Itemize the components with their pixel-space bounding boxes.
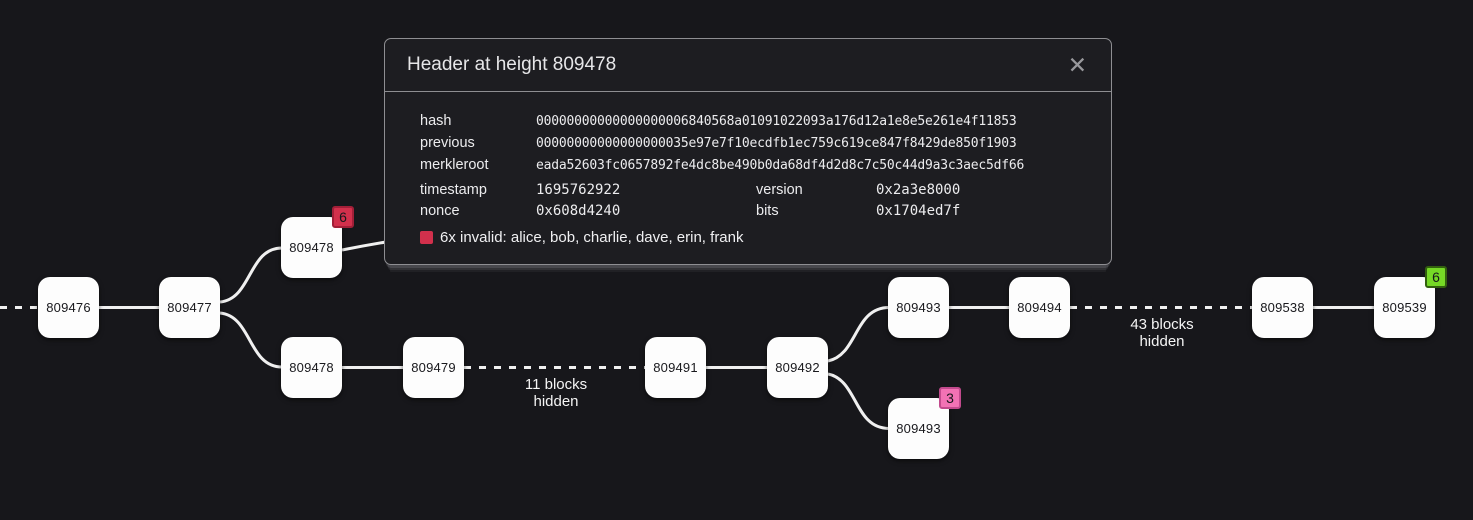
invalid-note: 6x invalid: alice, bob, charlie, dave, e… xyxy=(440,228,744,246)
header-meta-grid: timestamp 1695762922 version 0x2a3e8000 … xyxy=(420,179,1076,221)
previous-row: previous 00000000000000000035e97e7f10ecd… xyxy=(420,132,1076,154)
nonce-row: nonce 0x608d4240 xyxy=(420,200,756,221)
block-height-label: 809476 xyxy=(46,300,91,315)
close-icon[interactable]: ✕ xyxy=(1067,51,1087,78)
chain-edge xyxy=(827,306,890,363)
block-809494[interactable]: 809494 xyxy=(1009,277,1070,338)
block-809491[interactable]: 809491 xyxy=(645,337,706,398)
invalid-votes-row: 6x invalid: alice, bob, charlie, dave, e… xyxy=(420,227,1076,247)
block-height-label: 809493 xyxy=(896,300,941,315)
block-height-label: 809492 xyxy=(775,360,820,375)
merkleroot-value: eada52603fc0657892fe4dc8be490b0da68df4d2… xyxy=(536,157,1025,173)
nonce-label: nonce xyxy=(420,202,460,219)
green-count-badge: 6 xyxy=(1425,266,1447,288)
chain-edge xyxy=(827,372,890,430)
hash-row: hash 00000000000000000006840568a01091022… xyxy=(420,110,1076,132)
chain-edge xyxy=(219,311,283,369)
version-value: 0x2a3e8000 xyxy=(876,181,961,198)
popup-body: hash 00000000000000000006840568a01091022… xyxy=(385,92,1111,247)
block-809539[interactable]: 809539 6 xyxy=(1374,266,1447,338)
block-height-label: 809538 xyxy=(1260,300,1305,315)
invalid-marker-icon xyxy=(420,230,433,244)
timestamp-value: 1695762922 xyxy=(536,181,621,198)
bits-value: 0x1704ed7f xyxy=(876,202,961,219)
previous-label: previous xyxy=(420,135,475,151)
block-height-label: 809479 xyxy=(411,360,456,375)
popup-title: Header at height 809478 xyxy=(407,54,617,75)
popup-header: Header at height 809478 ✕ xyxy=(385,39,1111,92)
block-height-label: 809478 xyxy=(289,360,334,375)
hash-label: hash xyxy=(420,113,452,129)
block-809492[interactable]: 809492 xyxy=(767,337,828,398)
block-809478[interactable]: 809478 6 xyxy=(281,206,354,278)
pink-count-badge: 3 xyxy=(939,387,961,409)
block-height-label: 809477 xyxy=(167,300,212,315)
chain-edge xyxy=(219,246,283,304)
block-809479[interactable]: 809479 xyxy=(403,337,464,398)
version-row: version 0x2a3e8000 xyxy=(756,179,1076,200)
block-809493[interactable]: 809493 xyxy=(888,277,949,338)
previous-value: 00000000000000000035e97e7f10ecdfb1ec759c… xyxy=(536,135,1017,151)
block-809478[interactable]: 809478 xyxy=(281,337,342,398)
merkleroot-row: merkleroot eada52603fc0657892fe4dc8be490… xyxy=(420,154,1076,176)
version-label: version xyxy=(756,181,803,198)
block-height-label: 809494 xyxy=(1017,300,1062,315)
timestamp-row: timestamp 1695762922 xyxy=(420,179,756,200)
hash-value: 00000000000000000006840568a01091022093a1… xyxy=(536,113,1017,129)
block-height-label: 809491 xyxy=(653,360,698,375)
block-809493[interactable]: 809493 3 xyxy=(888,387,961,459)
bits-row: bits 0x1704ed7f xyxy=(756,200,1076,221)
nonce-value: 0x608d4240 xyxy=(536,202,621,219)
red-count-badge: 6 xyxy=(332,206,354,228)
merkleroot-label: merkleroot xyxy=(420,157,489,173)
block-height-label: 809493 xyxy=(896,421,941,436)
block-809538[interactable]: 809538 xyxy=(1252,277,1313,338)
block-809477[interactable]: 809477 xyxy=(159,277,220,338)
block-809476[interactable]: 809476 xyxy=(38,277,99,338)
header-popup: Header at height 809478 ✕ hash 000000000… xyxy=(384,38,1112,265)
block-height-label: 809478 xyxy=(289,240,334,255)
bits-label: bits xyxy=(756,202,779,219)
block-height-label: 809539 xyxy=(1382,300,1427,315)
timestamp-label: timestamp xyxy=(420,181,487,198)
